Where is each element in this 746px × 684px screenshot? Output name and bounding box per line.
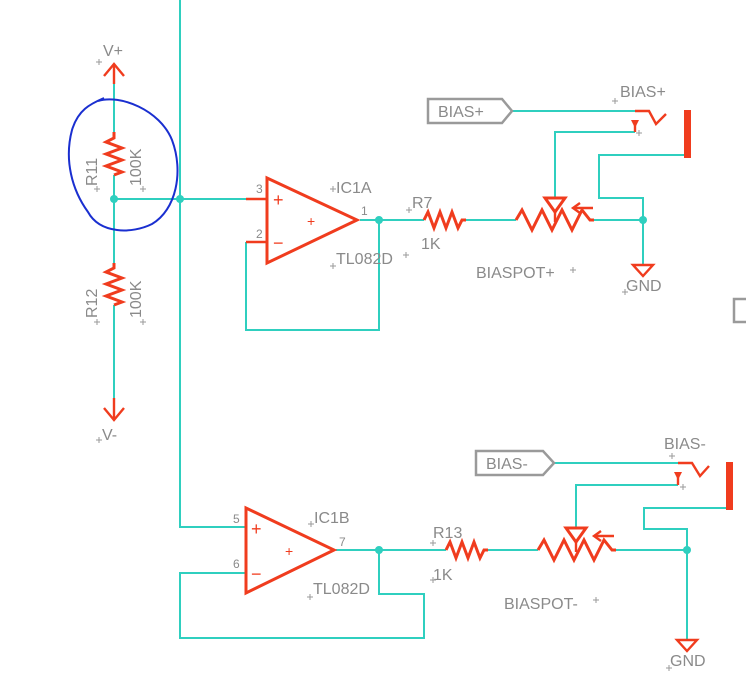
junction-ic1a-out xyxy=(375,216,383,224)
vminus-label: V- xyxy=(102,427,117,444)
bias-plus-jack-label: BIAS+ xyxy=(620,84,666,101)
ic1a-part: TL082D xyxy=(336,251,393,268)
wire-bias-reference xyxy=(179,0,246,528)
ic1b-pin6: 6 xyxy=(233,557,240,571)
junction-ic1b-out xyxy=(375,546,383,554)
wire-wiper-bottom xyxy=(575,484,678,527)
bias-minus-tag-label: BIAS- xyxy=(486,456,528,473)
jack-top-sleeve-bar xyxy=(684,110,691,158)
r7-label: R7 xyxy=(412,195,433,212)
ic1a-pin2: 2 xyxy=(256,227,263,241)
junction-gnd-top xyxy=(639,216,647,224)
junctions xyxy=(110,195,691,554)
vplus-label: V+ xyxy=(103,43,123,60)
bias-plus-tag-label: BIAS+ xyxy=(438,104,484,121)
r13-label: R13 xyxy=(433,525,462,542)
r11-label: R11 xyxy=(84,158,101,186)
ic1b-part: TL082D xyxy=(313,581,370,598)
biaspot-plus-label: BIASPOT+ xyxy=(476,265,555,282)
origin-markers xyxy=(94,59,686,671)
wire-wiper-top xyxy=(554,131,635,197)
ic1b-label: IC1B xyxy=(314,510,350,527)
ic1b-pin7: 7 xyxy=(339,535,346,549)
resistor-r11[interactable]: R11 100K xyxy=(84,132,145,186)
wires xyxy=(113,0,730,640)
ic1a-pin1: 1 xyxy=(361,204,368,218)
resistor-r13[interactable]: R13 1K xyxy=(433,525,488,584)
opamp-ic1b[interactable]: + − + 5 6 7 IC1B TL082D xyxy=(233,505,370,598)
jack-bottom-sleeve-bar xyxy=(726,462,733,510)
wire-jack-bottom-sleeve xyxy=(643,507,730,550)
r11-value: 100K xyxy=(128,148,145,186)
potentiometer-biaspot-minus[interactable]: BIASPOT- xyxy=(504,526,616,613)
net-tag-partial xyxy=(732,297,746,324)
gnd-bottom-label: GND xyxy=(670,653,706,670)
ic1b-pin5: 5 xyxy=(233,512,240,526)
ic1a-minus-sign: − xyxy=(273,233,284,253)
ic1b-center-mark: + xyxy=(285,543,293,559)
wire-ic1a-feedback xyxy=(245,220,380,331)
r7-value: 1K xyxy=(421,236,441,253)
ic1b-plus-sign: + xyxy=(251,519,262,539)
ic1a-pin3: 3 xyxy=(256,182,263,196)
wire-jack-top-sleeve xyxy=(598,154,687,220)
net-tag-bias-plus[interactable]: BIAS+ xyxy=(426,97,514,125)
potentiometer-biaspot-plus[interactable]: BIASPOT+ xyxy=(476,196,594,282)
annotation-circle xyxy=(67,97,179,232)
ic1a-label: IC1A xyxy=(336,180,372,197)
ground-top[interactable]: GND xyxy=(626,263,662,295)
bias-minus-jack-label: BIAS- xyxy=(664,436,706,453)
resistor-r12[interactable]: R12 100K xyxy=(84,263,145,318)
ic1a-plus-sign: + xyxy=(273,190,284,210)
wire-ic1b-feedback xyxy=(179,550,425,639)
jack-bias-minus[interactable]: BIAS- xyxy=(664,436,733,510)
ground-bottom[interactable]: GND xyxy=(670,638,706,670)
jack-bias-plus[interactable]: BIAS+ xyxy=(620,84,691,158)
junction-gnd-bottom xyxy=(683,546,691,554)
junction-divider xyxy=(110,195,118,203)
resistor-r7[interactable]: R7 1K xyxy=(412,195,466,253)
biaspot-minus-label: BIASPOT- xyxy=(504,596,578,613)
r13-value: 1K xyxy=(433,567,453,584)
ic1a-center-mark: + xyxy=(307,213,315,229)
vplus-symbol[interactable]: V+ xyxy=(103,43,125,84)
ic1b-minus-sign: − xyxy=(251,564,262,584)
gnd-top-label: GND xyxy=(626,278,662,295)
r12-value: 100K xyxy=(128,280,145,318)
opamp-ic1a[interactable]: + − + 3 2 1 IC1A TL082D xyxy=(246,175,393,268)
r12-label: R12 xyxy=(84,289,101,318)
vminus-symbol[interactable]: V- xyxy=(102,398,125,444)
net-tag-bias-minus[interactable]: BIAS- xyxy=(474,449,556,477)
junction-ref xyxy=(176,195,184,203)
